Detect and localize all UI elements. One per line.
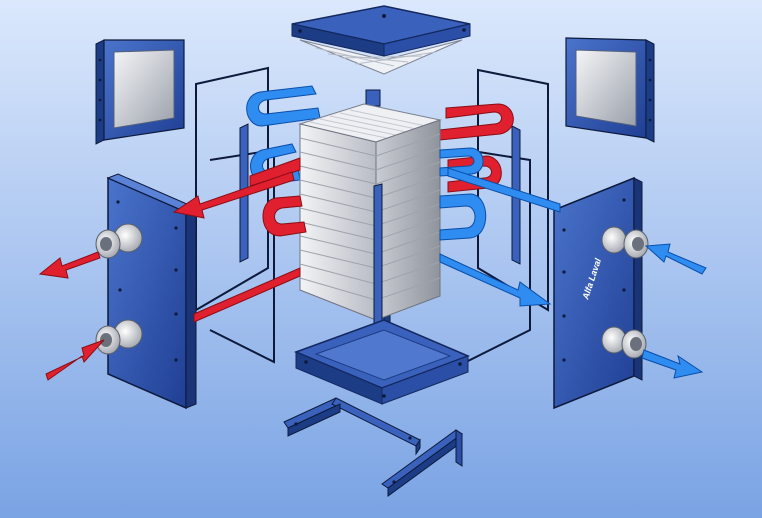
- left-upper-nozzle: [95, 223, 143, 259]
- right-upper-nozzle: [601, 226, 649, 259]
- hot-inlet-arrow: [45, 267, 301, 381]
- left-panel: [95, 39, 185, 145]
- hot-outlet-arrow: [38, 171, 295, 279]
- top-pressure-plate: [291, 5, 471, 75]
- plate-pack-core: [298, 103, 442, 321]
- right-panel: [565, 37, 655, 143]
- right-lower-nozzle: [601, 326, 647, 359]
- right-end-plate: Alfa Laval: [553, 176, 643, 410]
- left-lower-nozzle: [95, 319, 143, 355]
- base-support: [283, 397, 463, 497]
- cold-inlet-arrow: [447, 167, 707, 275]
- bottom-pressure-plate: [293, 319, 471, 405]
- corner-bar: [373, 183, 383, 339]
- cold-outlet-arrow: [439, 253, 704, 379]
- hot-channel-left: [249, 157, 307, 237]
- left-end-plate: [106, 173, 198, 410]
